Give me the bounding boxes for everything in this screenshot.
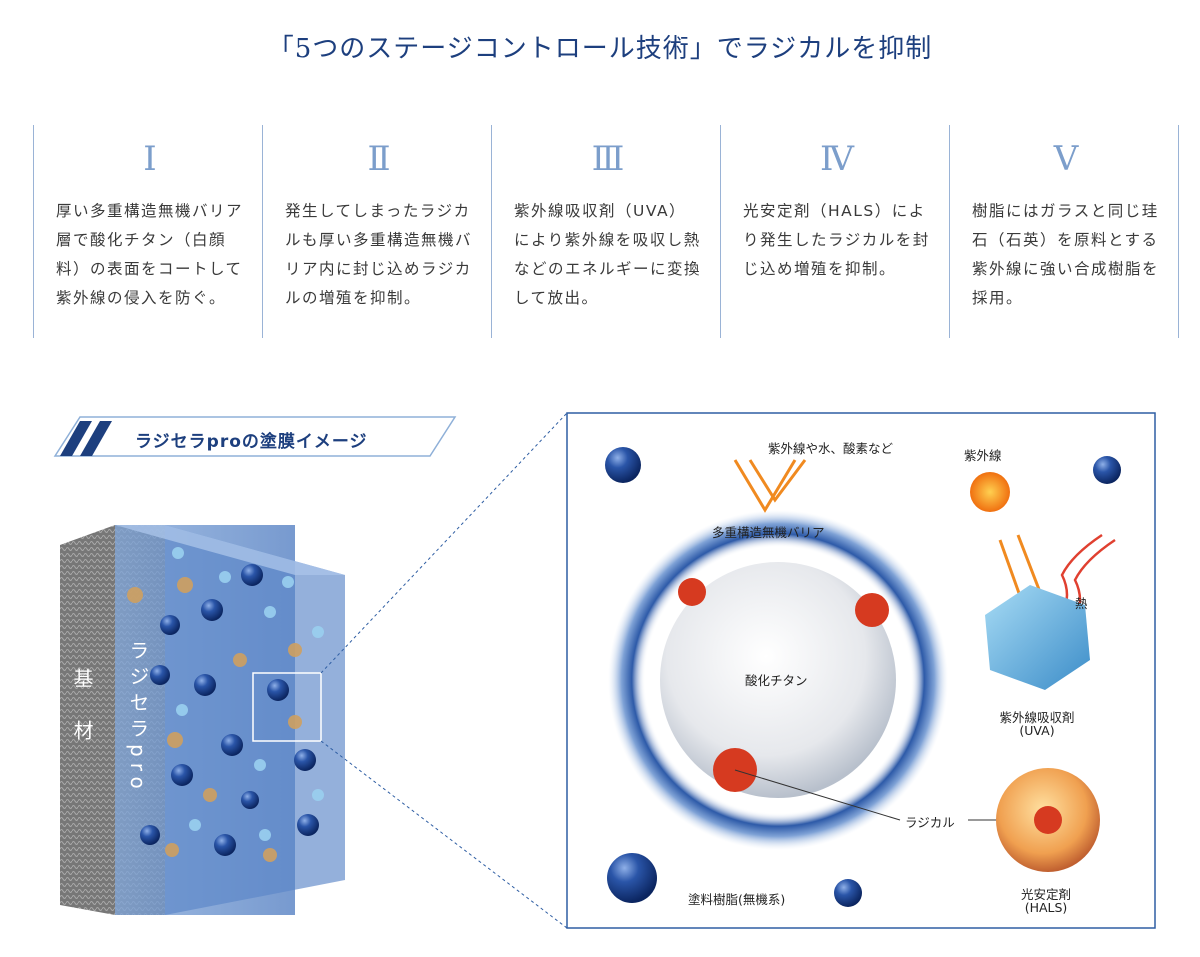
banner-label: ラジセラproの塗膜イメージ: [135, 432, 368, 452]
stage-text: 紫外線吸収剤（UVA）により紫外線を吸収し熱などのエネルギーに変換して放出。: [514, 202, 702, 307]
coating-cross-section: [60, 412, 568, 929]
stage-columns: Ⅰ 厚い多重構造無機バリア層で酸化チタン（白顔料）の表面をコートして紫外線の侵入を…: [33, 125, 1179, 338]
banner: [53, 416, 457, 457]
stage-numeral: Ⅳ: [820, 139, 854, 179]
hals-label: 光安定剤: [1020, 887, 1072, 902]
hals-abbr: (HALS): [1024, 900, 1068, 915]
sun-icon: [970, 472, 1010, 512]
stage-numeral: Ⅱ: [367, 139, 391, 179]
resin-particles: [605, 447, 1121, 907]
stage-text: 厚い多重構造無機バリア層で酸化チタン（白顔料）の表面をコートして紫外線の侵入を防…: [56, 202, 244, 307]
stage-1: Ⅰ 厚い多重構造無機バリア層で酸化チタン（白顔料）の表面をコートして紫外線の侵入を…: [34, 125, 263, 338]
uva-abbr: (UVA): [1019, 723, 1055, 738]
resin-label: 塗料樹脂(無機系): [688, 892, 786, 907]
stage-numeral: Ⅲ: [591, 139, 625, 179]
substrate-label: 基 材: [70, 668, 94, 746]
heat-label: 熱: [1075, 596, 1088, 611]
titanium-oxide-particle: [660, 562, 896, 798]
stage-2: Ⅱ 発生してしまったラジカルも厚い多重構造無機バリア内に封じ込めラジカルの増殖を抑…: [263, 125, 492, 338]
stage-text: 発生してしまったラジカルも厚い多重構造無機バリア内に封じ込めラジカルの増殖を抑制…: [285, 202, 473, 307]
radical-label: ラジカル: [905, 815, 955, 830]
radical-icons: [678, 578, 889, 792]
stage-numeral: Ⅴ: [1053, 139, 1079, 179]
reflected-arrows: [733, 459, 807, 513]
titanium-oxide-label: 酸化チタン: [745, 673, 808, 688]
uva-crystal: [985, 585, 1090, 690]
uva-label: 紫外線吸収剤: [999, 710, 1075, 725]
stage-text: 光安定剤（HALS）により発生したラジカルを封じ込め増殖を抑制。: [743, 202, 930, 278]
uv-label: 紫外線: [964, 448, 1002, 463]
barrier-label: 多重構造無機バリア: [712, 525, 825, 540]
page-title: 「5つのステージコントロール技術」でラジカルを抑制: [267, 34, 933, 64]
stage-text: 樹脂にはガラスと同じ珪石（石英）を原料とする紫外線に強い合成樹脂を採用。: [972, 202, 1160, 307]
stage-numeral: Ⅰ: [143, 139, 157, 179]
stage-4: Ⅳ 光安定剤（HALS）により発生したラジカルを封じ込め増殖を抑制。: [721, 125, 950, 338]
coating-label: ラジセラpro: [126, 640, 150, 795]
stage-5: Ⅴ 樹脂にはガラスと同じ珪石（石英）を原料とする紫外線に強い合成樹脂を採用。: [950, 125, 1179, 338]
uv-water-oxygen-label: 紫外線や水、酸素など: [768, 441, 894, 456]
stage-3: Ⅲ 紫外線吸収剤（UVA）により紫外線を吸収し熱などのエネルギーに変換して放出。: [492, 125, 721, 338]
